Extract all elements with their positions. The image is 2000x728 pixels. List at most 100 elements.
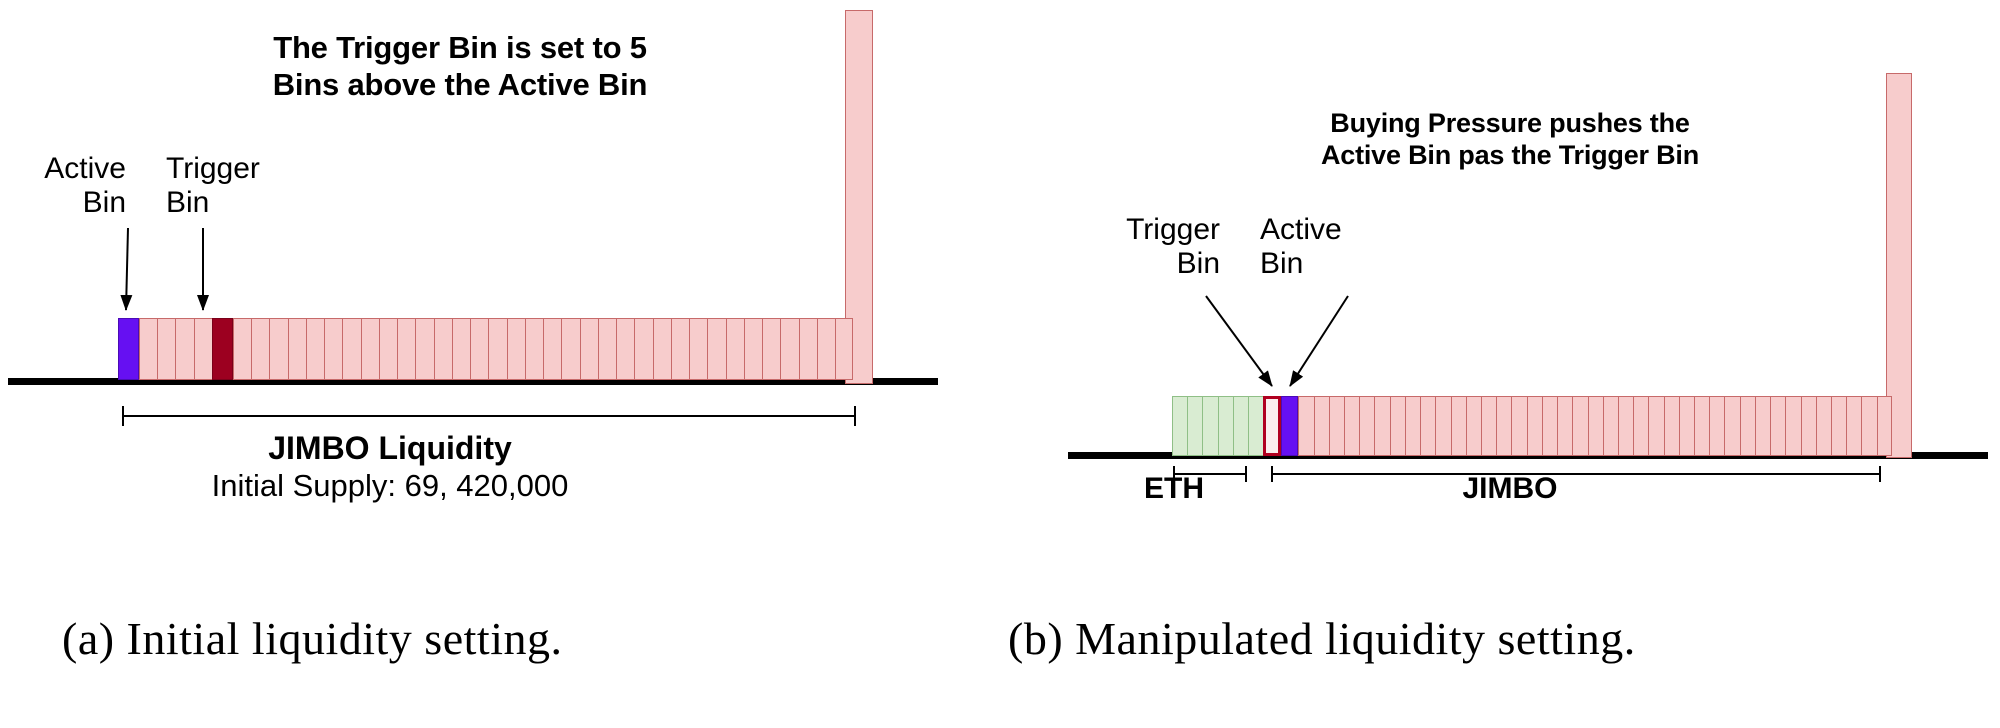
- bin-eth: [1187, 396, 1203, 456]
- bin-jimbo: [670, 318, 690, 380]
- bin-jimbo: [707, 318, 726, 380]
- bin-jimbo: [1359, 396, 1375, 456]
- bin-jimbo: [1800, 396, 1816, 456]
- bracket-label-jimbo: JIMBO: [1462, 472, 1558, 505]
- label-initial-supply: Initial Supply: 69, 420,000: [211, 468, 569, 503]
- bin-jimbo: [1420, 396, 1436, 456]
- subfigure-caption-b: (b) Manipulated liquidity setting.: [1008, 613, 1636, 664]
- bin-jimbo: [287, 318, 306, 380]
- bin-eth: [1172, 396, 1188, 456]
- bin-jimbo: [1587, 396, 1603, 456]
- bracket-label-jimbo-liquidity: JIMBO Liquidity: [268, 430, 512, 466]
- bin-jimbo: [1572, 396, 1588, 456]
- bin-row-a: [118, 318, 854, 380]
- bin-jimbo: [579, 318, 598, 380]
- bin-jimbo: [342, 318, 361, 380]
- bin-jimbo: [1724, 396, 1740, 456]
- bin-jimbo: [1511, 396, 1527, 456]
- bin-jimbo: [470, 318, 489, 380]
- bin-jimbo: [1526, 396, 1542, 456]
- bin-jimbo: [1694, 396, 1710, 456]
- baseline-axis-a: [8, 378, 938, 385]
- bin-jimbo: [835, 318, 854, 380]
- bin-trigger: [1263, 396, 1281, 456]
- bin-jimbo: [1846, 396, 1862, 456]
- label-trigger-bin-a-line2: Bin: [166, 185, 210, 219]
- bin-jimbo: [1663, 396, 1679, 456]
- bin-active: [118, 318, 139, 380]
- label-active-bin-b: Active Bin: [1260, 213, 1390, 280]
- label-trigger-bin-b-line2: Bin: [1176, 246, 1220, 280]
- bin-jimbo: [157, 318, 176, 380]
- bin-jimbo: [1465, 396, 1481, 456]
- bin-jimbo: [506, 318, 525, 380]
- callout-trigger-bin-offset: The Trigger Bin is set to 5 Bins above t…: [150, 30, 770, 103]
- bin-jimbo: [1480, 396, 1497, 456]
- label-active-bin-a-line1: Active: [44, 152, 126, 185]
- bin-jimbo: [616, 318, 635, 380]
- bin-jimbo: [1389, 396, 1405, 456]
- bin-jimbo: [451, 318, 471, 380]
- bin-jimbo: [743, 318, 763, 380]
- bracket-label-eth: ETH: [1144, 472, 1204, 505]
- bin-trigger: [211, 318, 233, 380]
- bin-jimbo: [305, 318, 325, 380]
- bin-jimbo: [1313, 396, 1329, 456]
- bin-jimbo: [816, 318, 836, 380]
- bin-jimbo: [1831, 396, 1847, 456]
- bin-jimbo: [1328, 396, 1344, 456]
- callout-line-1: The Trigger Bin is set to 5: [273, 30, 647, 65]
- bin-jimbo: [1617, 396, 1634, 456]
- label-active-bin-b-line1: Active: [1260, 213, 1342, 246]
- bin-jimbo: [1709, 396, 1725, 456]
- bin-row-b: [1172, 396, 1892, 456]
- label-trigger-bin-a: Trigger Bin: [166, 152, 296, 219]
- spike-bin-b: [1886, 73, 1912, 458]
- bin-jimbo: [1298, 396, 1314, 456]
- bin-jimbo: [193, 318, 212, 380]
- bin-jimbo: [1344, 396, 1360, 456]
- label-trigger-bin-b-line1: Trigger: [1126, 213, 1220, 246]
- bin-jimbo: [725, 318, 744, 380]
- bin-jimbo: [1541, 396, 1558, 456]
- bin-jimbo: [524, 318, 544, 380]
- bin-jimbo: [1450, 396, 1466, 456]
- label-active-bin-a-line2: Bin: [82, 185, 126, 219]
- bin-jimbo: [1496, 396, 1512, 456]
- bin-jimbo: [1602, 396, 1618, 456]
- bin-jimbo: [1861, 396, 1877, 456]
- label-trigger-bin-a-line1: Trigger: [166, 152, 260, 185]
- bin-jimbo: [1435, 396, 1451, 456]
- bin-jimbo: [1876, 396, 1892, 456]
- bin-jimbo: [360, 318, 379, 380]
- bin-jimbo: [1374, 396, 1390, 456]
- bin-jimbo: [689, 318, 708, 380]
- callout-b-line-2: Active Bin pas the Trigger Bin: [1320, 139, 1700, 170]
- bin-jimbo: [1815, 396, 1831, 456]
- bin-jimbo: [269, 318, 288, 380]
- bin-jimbo: [415, 318, 434, 380]
- bin-jimbo: [138, 318, 158, 380]
- bin-jimbo: [397, 318, 416, 380]
- bin-jimbo: [378, 318, 398, 380]
- bin-jimbo: [324, 318, 343, 380]
- panel-initial-liquidity: The Trigger Bin is set to 5 Bins above t…: [44, 30, 770, 664]
- label-trigger-bin-b: Trigger Bin: [1092, 213, 1220, 280]
- bin-jimbo: [543, 318, 562, 380]
- bin-jimbo: [652, 318, 671, 380]
- bin-jimbo: [597, 318, 617, 380]
- label-active-bin-b-line2: Bin: [1260, 246, 1304, 280]
- bin-eth: [1202, 396, 1218, 456]
- bin-jimbo: [1754, 396, 1771, 456]
- bin-jimbo: [1678, 396, 1695, 456]
- bin-jimbo: [488, 318, 507, 380]
- callout-b-line-1: Buying Pressure pushes the: [1330, 108, 1690, 138]
- bin-jimbo: [1633, 396, 1649, 456]
- bin-jimbo: [1404, 396, 1421, 456]
- bin-jimbo: [1648, 396, 1664, 456]
- bin-eth: [1217, 396, 1233, 456]
- callout-buying-pressure: Buying Pressure pushes the Active Bin pa…: [1190, 108, 1830, 172]
- bin-jimbo: [433, 318, 452, 380]
- bin-jimbo: [561, 318, 580, 380]
